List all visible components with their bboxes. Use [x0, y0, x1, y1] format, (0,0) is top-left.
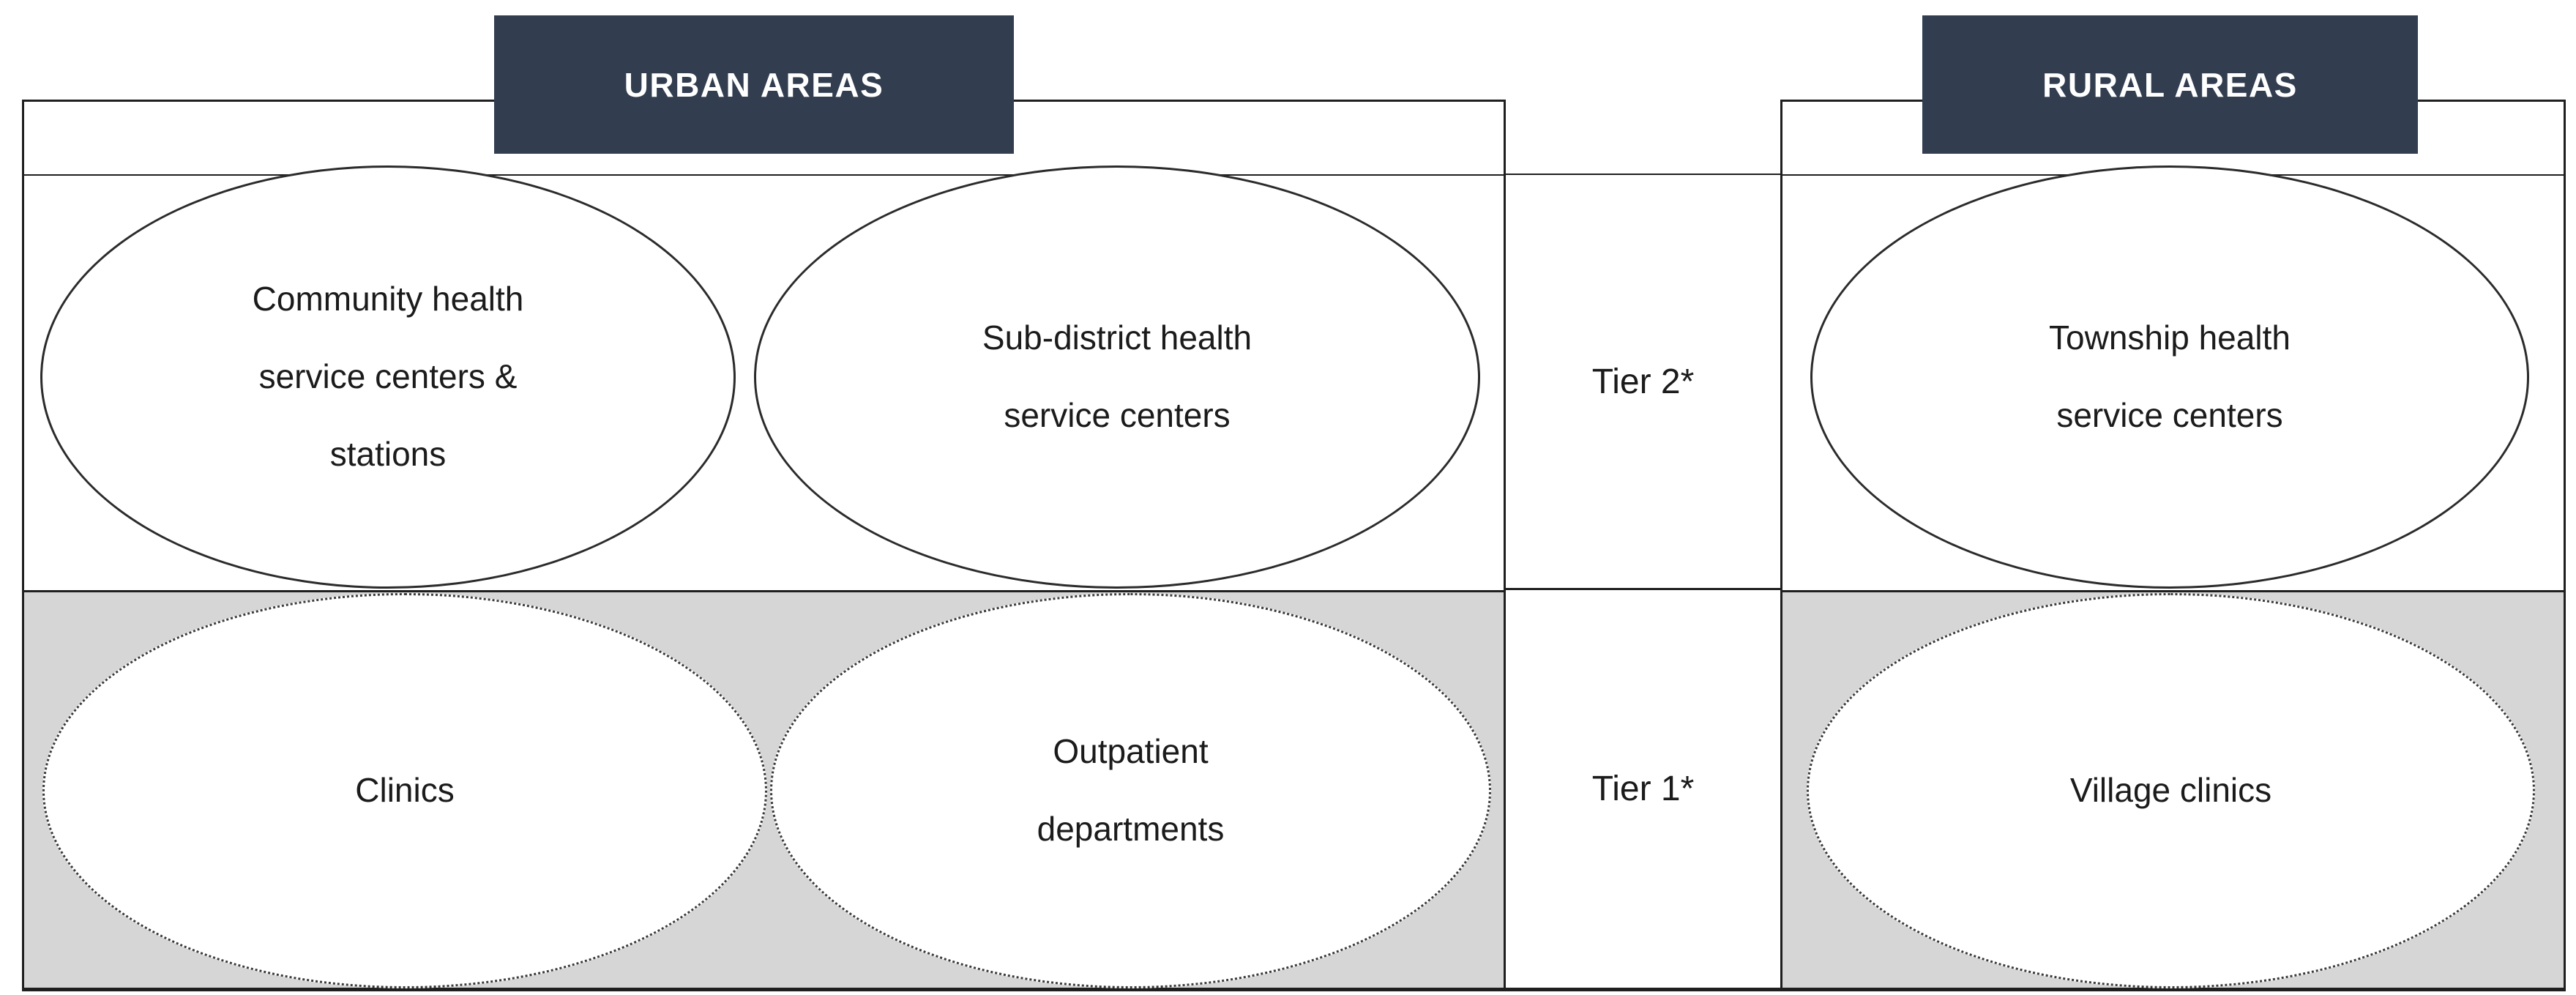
ellipse-label: Township health service centers	[2049, 318, 2291, 434]
ellipse-village-clinics: Village clinics	[1807, 593, 2535, 988]
urban-areas-header: URBAN AREAS	[494, 15, 1014, 154]
tier-2-label: Tier 2*	[1506, 175, 1780, 590]
ellipse-outpatient-departments: Outpatient departments	[770, 593, 1491, 988]
ellipse-label: Community health service centers & stati…	[252, 280, 524, 473]
tier-label-column: Tier 2* Tier 1*	[1506, 174, 1780, 991]
ellipse-township-health-service-centers: Township health service centers	[1810, 165, 2529, 589]
rural-areas-header: RURAL AREAS	[1922, 15, 2418, 154]
ellipse-sub-district-health-service-centers: Sub-district health service centers	[754, 165, 1480, 589]
ellipse-label: Outpatient departments	[1037, 732, 1225, 848]
ellipse-community-health-service-centers: Community health service centers & stati…	[40, 165, 736, 589]
ellipse-label: Village clinics	[2069, 771, 2272, 810]
tier-1-label: Tier 1*	[1591, 769, 1695, 808]
ellipse-clinics: Clinics	[42, 593, 767, 988]
ellipse-label: Clinics	[355, 771, 455, 810]
ellipse-label: Sub-district health service centers	[982, 318, 1252, 434]
